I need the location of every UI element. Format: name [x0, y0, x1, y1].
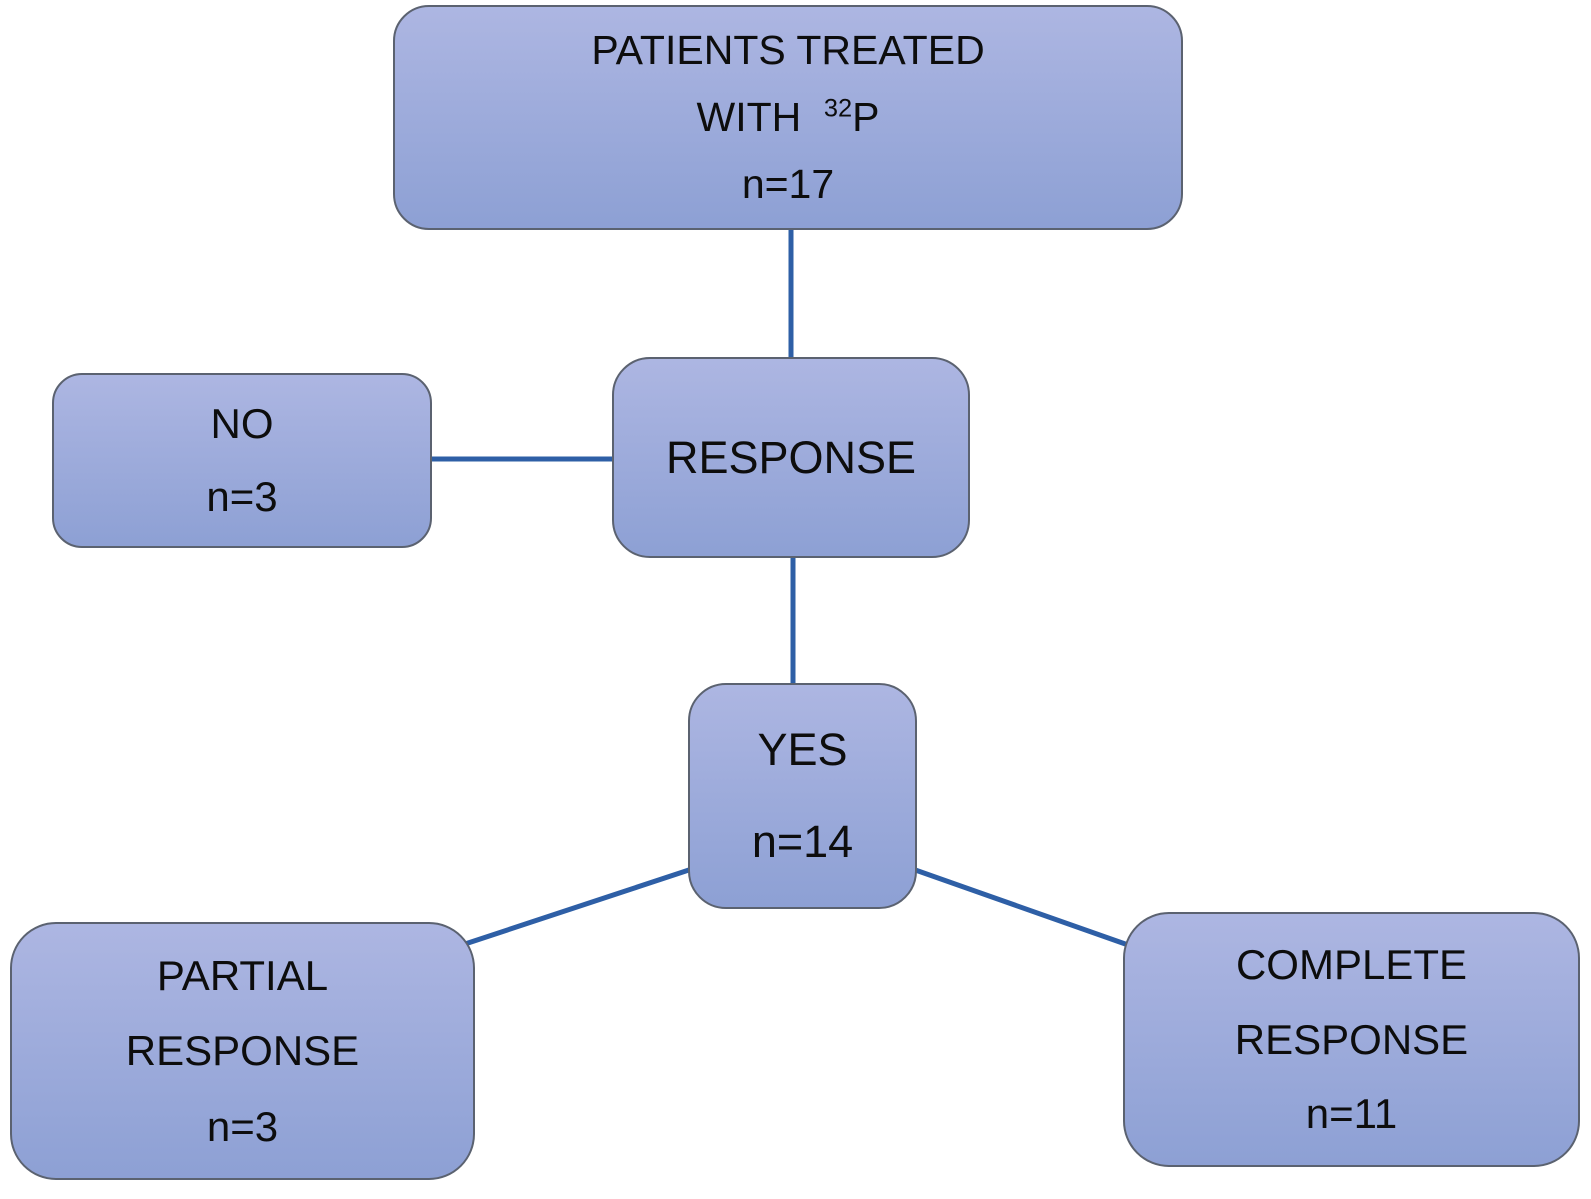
patients-with-label: WITH — [696, 94, 802, 140]
node-complete-response: COMPLETE RESPONSE n=11 — [1123, 912, 1580, 1167]
complete-line2: RESPONSE — [1234, 1015, 1469, 1063]
no-count: n=3 — [206, 473, 278, 520]
node-response: RESPONSE — [612, 357, 970, 558]
partial-line1: PARTIAL — [156, 951, 329, 999]
node-partial-response: PARTIAL RESPONSE n=3 — [10, 922, 475, 1180]
isotope-mass-superscript: 32 — [823, 94, 853, 123]
connector-yes-partial — [462, 863, 704, 947]
patients-count: n=17 — [741, 161, 835, 207]
node-yes-response: YES n=14 — [688, 683, 917, 909]
node-no-response: NO n=3 — [52, 373, 432, 548]
yes-label: YES — [757, 724, 848, 776]
node-patients-treated: PATIENTS TREATED WITH 32P n=17 — [393, 5, 1183, 230]
patients-line1: PATIENTS TREATED — [591, 27, 985, 73]
patients-line2: WITH 32P — [697, 94, 880, 141]
connector-yes-complete — [901, 863, 1134, 949]
complete-count: n=11 — [1305, 1090, 1398, 1138]
partial-line2: RESPONSE — [125, 1027, 360, 1074]
partial-count: n=3 — [206, 1102, 279, 1150]
no-label: NO — [210, 400, 274, 447]
yes-count: n=14 — [751, 815, 854, 867]
isotope-symbol: P — [852, 94, 880, 140]
complete-line1: COMPLETE — [1235, 940, 1468, 988]
response-label: RESPONSE — [665, 431, 917, 483]
